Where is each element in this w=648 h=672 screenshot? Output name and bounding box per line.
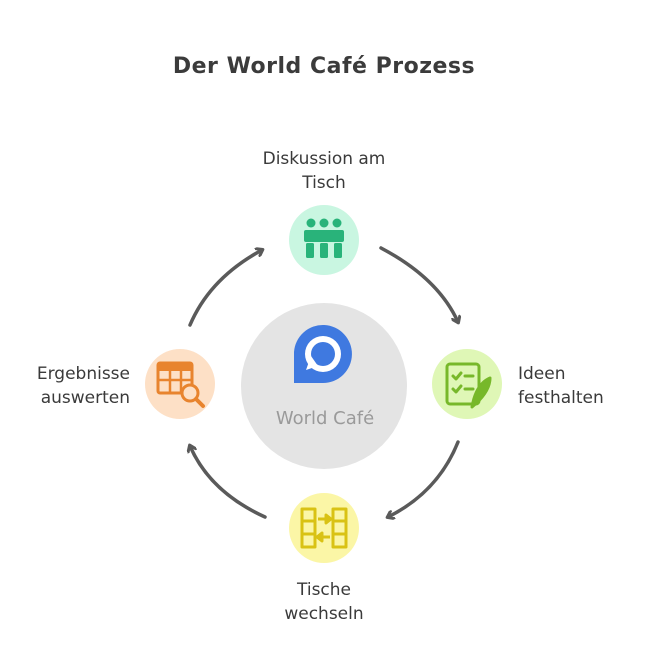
step-label-line: Tische <box>296 580 352 600</box>
step-label-line: Tisch <box>302 173 346 193</box>
arrow-right-to-bottom <box>388 440 460 517</box>
discourse-chat-icon <box>294 325 352 383</box>
center-hub <box>241 303 407 469</box>
table-swap-icon <box>300 507 348 549</box>
people-at-table-icon <box>304 218 344 258</box>
spreadsheet-search-icon <box>156 361 205 408</box>
step-label-line: auswerten <box>40 388 130 408</box>
arrow-bottom-to-left <box>190 446 267 519</box>
checklist-pen-icon <box>445 362 492 409</box>
arrow-left-to-top <box>188 250 262 327</box>
step-label-line: wechseln <box>284 604 364 624</box>
center-label: World Café <box>275 408 375 429</box>
step-label-line: Diskussion am <box>262 149 386 169</box>
step-label-line: festhalten <box>518 388 604 408</box>
step-label-line: Ergebnisse <box>36 364 130 384</box>
step-circle-record <box>432 349 502 419</box>
step-label-switch: Tische wechseln <box>224 578 424 626</box>
step-circle-switch <box>289 493 359 563</box>
step-label-record: Ideen festhalten <box>518 362 638 410</box>
step-label-line: Ideen <box>518 364 566 384</box>
step-label-evaluate: Ergebnisse auswerten <box>10 362 130 410</box>
arrow-top-to-right <box>379 246 458 322</box>
step-label-discussion: Diskussion am Tisch <box>224 147 424 195</box>
diagram-title: Der World Café Prozess <box>172 54 476 79</box>
